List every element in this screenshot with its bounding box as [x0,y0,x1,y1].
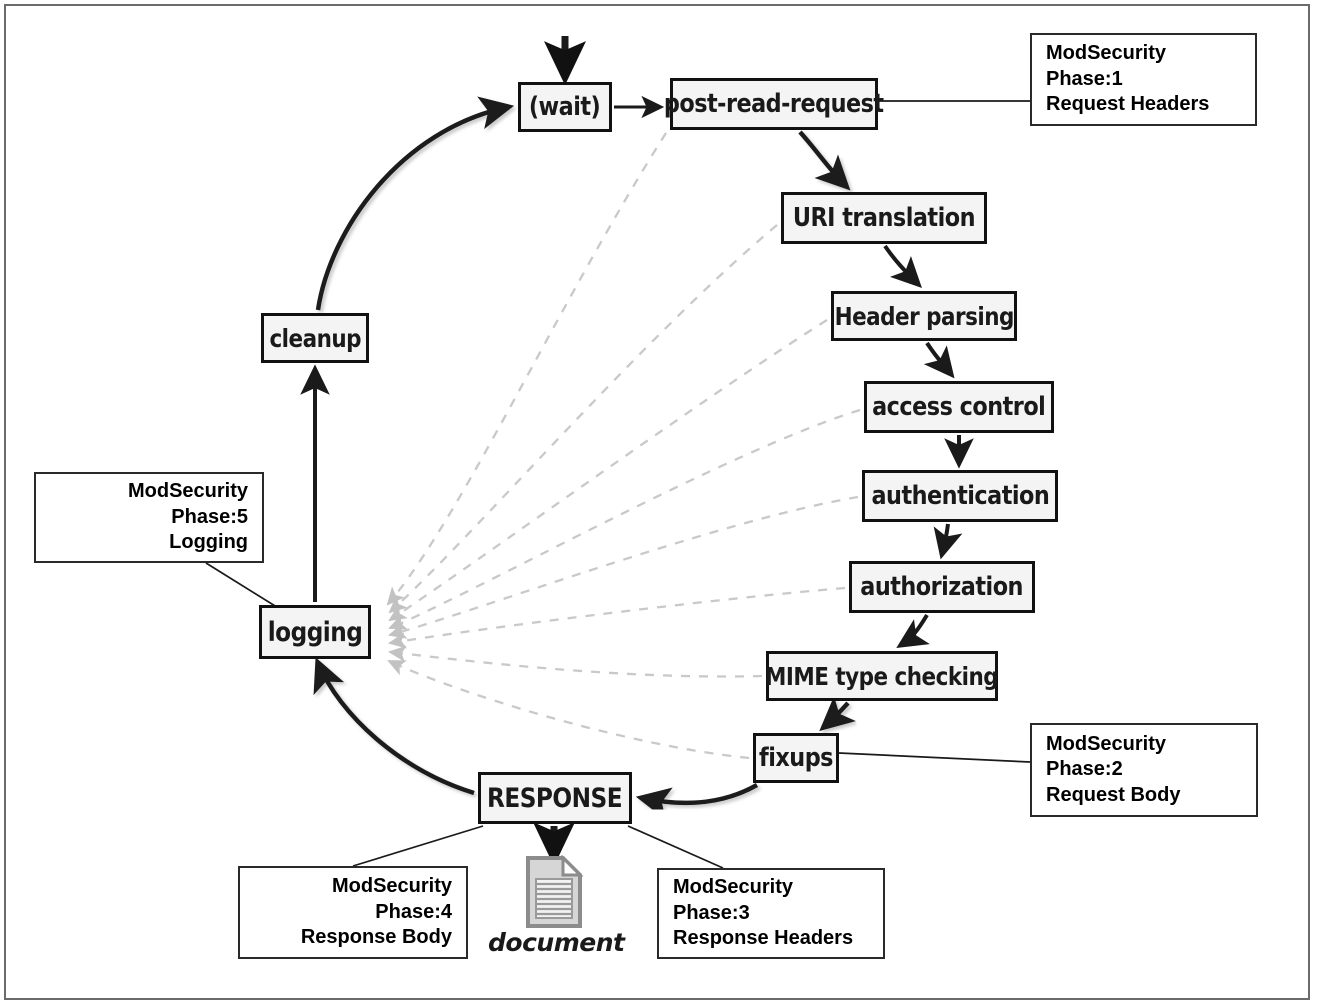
node-authorization-label: authorization [860,572,1024,602]
node-cleanup-label: cleanup [269,323,361,353]
annotation-phase-5-line-1: ModSecurity Phase:5 [127,480,248,528]
node-uri-translation-label: URI translation [792,203,976,233]
annotation-phase-2: ModSecurity Phase:2 Request Body [1030,723,1258,817]
document-caption: document [488,928,625,957]
node-authentication[interactable]: authentication [862,470,1058,522]
node-fixups[interactable]: fixups [753,733,839,783]
node-fixups-label: fixups [759,743,833,773]
annotation-phase-2-line-2: Request Body [1046,783,1181,806]
annotation-phase-4: ModSecurity Phase:4 Response Body [238,866,468,959]
node-authentication-label: authentication [871,481,1049,511]
annotation-phase-1-line-2: Request Headers [1046,93,1210,116]
node-wait[interactable]: (wait) [518,82,612,132]
node-logging-label: logging [267,616,363,648]
node-mime-type-checking[interactable]: MIME type checking [765,651,999,701]
annotation-phase-3: ModSecurity Phase:3 Response Headers [657,868,885,959]
annotation-phase-5-line-2: Logging [169,531,248,554]
annotation-phase-4-line-2: Response Body [300,926,452,949]
node-cleanup[interactable]: cleanup [261,313,369,363]
node-response[interactable]: RESPONSE [478,772,632,824]
annotation-phase-1-line-1: ModSecurity Phase:1 [1046,42,1167,90]
node-post-read-request[interactable]: post-read-request [664,78,884,130]
annotation-phase-2-line-1: ModSecurity Phase:2 [1046,732,1167,781]
node-authorization[interactable]: authorization [849,561,1035,613]
annotation-phase-4-line-1: ModSecurity Phase:4 [331,875,452,923]
annotation-phase-3-line-1: ModSecurity Phase:3 [673,876,794,924]
node-header-parsing[interactable]: Header parsing [831,291,1017,341]
node-wait-label: (wait) [529,92,601,122]
node-logging[interactable]: logging [259,605,371,659]
node-post-read-request-label: post-read-request [664,89,884,119]
node-mime-type-checking-label: MIME type checking [765,661,999,691]
annotation-phase-5: ModSecurity Phase:5 Logging [34,472,264,563]
node-response-label: RESPONSE [487,782,623,814]
node-access-control[interactable]: access control [864,381,1054,433]
annotation-phase-3-line-2: Response Headers [673,927,854,950]
document-page-icon [526,855,584,928]
annotation-phase-1: ModSecurity Phase:1 Request Headers [1030,33,1257,126]
node-header-parsing-label: Header parsing [834,301,1014,331]
node-uri-translation[interactable]: URI translation [781,192,987,244]
node-access-control-label: access control [872,392,1046,422]
